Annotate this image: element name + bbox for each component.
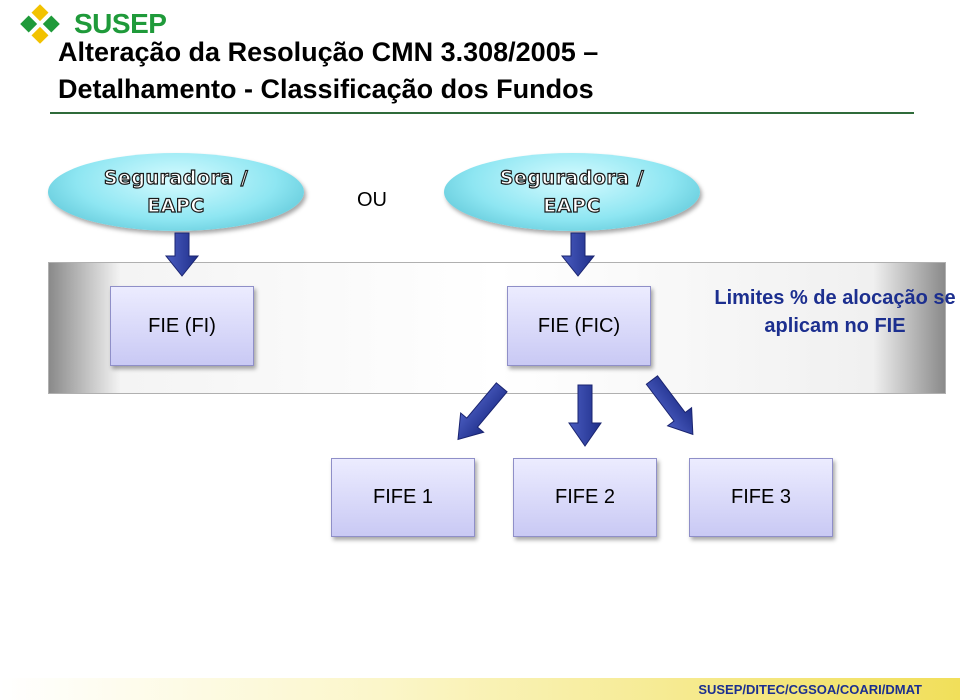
fife-3-label: FIFE 3 <box>730 486 791 508</box>
entity-left: Seguradora / EAPC <box>48 153 304 231</box>
footer-text: SUSEP/DITEC/CGSOA/COARI/DMAT <box>698 682 922 697</box>
susep-logo-icon <box>20 4 60 44</box>
fife-box-1: FIFE 1 <box>331 458 475 537</box>
entity-left-label: Seguradora / EAPC <box>103 166 249 217</box>
arrow-to-fife2-icon <box>568 384 602 447</box>
logo-text: SUSEP <box>74 8 167 39</box>
fife-2-label: FIFE 2 <box>554 486 615 508</box>
title-line-1: Alteração da Resolução CMN 3.308/2005 – <box>58 37 599 67</box>
entity-right-label: Seguradora / EAPC <box>499 166 645 217</box>
or-connector: OU <box>357 189 387 211</box>
title-line-2: Detalhamento - Classificação dos Fundos <box>58 74 594 104</box>
title-divider <box>50 112 914 114</box>
susep-logo: SUSEP <box>20 4 167 44</box>
fund-box-fi: FIE (FI) <box>110 286 254 366</box>
fund-fic-label: FIE (FIC) <box>537 314 621 337</box>
fund-box-fic: FIE (FIC) <box>507 286 651 366</box>
page-title: Alteração da Resolução CMN 3.308/2005 – … <box>58 34 598 108</box>
fife-1-label: FIFE 1 <box>372 486 433 508</box>
fife-box-2: FIFE 2 <box>513 458 657 537</box>
fife-box-3: FIFE 3 <box>689 458 833 537</box>
entity-right: Seguradora / EAPC <box>444 153 700 231</box>
fund-fi-label: FIE (FI) <box>148 314 216 337</box>
footer-bar: SUSEP/DITEC/CGSOA/COARI/DMAT <box>0 678 960 700</box>
allocation-note: Limites % de alocação se aplicam no FIE <box>714 287 956 337</box>
